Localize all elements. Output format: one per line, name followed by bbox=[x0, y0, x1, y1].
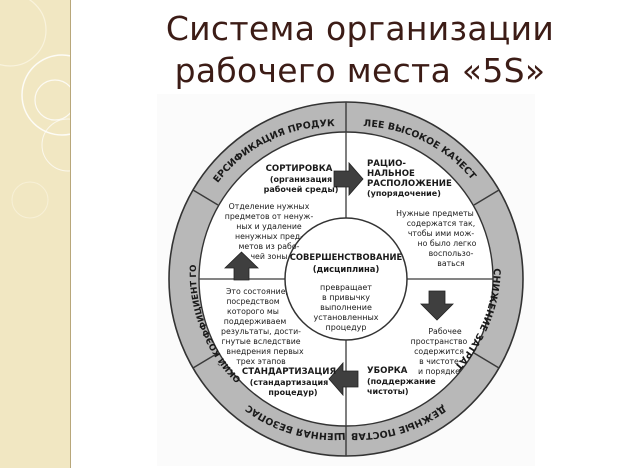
standard-subtitle-2: процедур) bbox=[268, 388, 317, 397]
arrange-title-3: РАСПОЛОЖЕНИЕ bbox=[367, 179, 452, 189]
sort-title: СОРТИРОВКА bbox=[266, 164, 333, 174]
standard-desc-2: посредством bbox=[226, 297, 279, 306]
decorative-swirl bbox=[0, 0, 70, 219]
center-desc-3: выполнение bbox=[320, 303, 372, 312]
center-circle bbox=[284, 217, 408, 341]
sort-desc-3: ных и удаление bbox=[236, 222, 302, 231]
standard-desc-7: внедрения первых bbox=[226, 347, 304, 356]
sort-desc-6: чей зоны bbox=[250, 252, 287, 261]
title-line-1: Система организации bbox=[165, 9, 555, 48]
title-line-2: рабочего места «5S» bbox=[174, 51, 546, 90]
center-desc-5: процедур bbox=[326, 323, 367, 332]
center-desc-1: превращает bbox=[320, 283, 372, 292]
standard-title: СТАНДАРТИЗАЦИЯ bbox=[242, 367, 336, 377]
center-desc-4: установленных bbox=[313, 313, 378, 322]
clean-desc-1: Рабочее bbox=[428, 327, 461, 336]
arrange-desc-3: чтобы ими мож- bbox=[408, 229, 475, 238]
sort-desc-5: метов из рабо- bbox=[239, 242, 300, 251]
standard-desc-1: Это состояние, bbox=[226, 287, 288, 296]
arrow-right-icon bbox=[333, 161, 364, 197]
standard-desc-4: поддерживаем bbox=[224, 317, 287, 326]
arrow-down-icon bbox=[420, 290, 454, 321]
sort-desc-1: Отделение нужных bbox=[229, 202, 310, 211]
clean-desc-5: и порядке bbox=[418, 367, 460, 376]
clean-title: УБОРКА bbox=[367, 366, 408, 376]
sort-subtitle-2: рабочей среды) bbox=[264, 184, 339, 194]
decorative-side-band bbox=[0, 0, 70, 468]
sort-desc-4: ненужных пред- bbox=[235, 232, 303, 241]
5s-diagram: ДИВЕРСИФИКАЦИЯ ПРОДУКТОВ БОЛЕЕ ВЫСОКОЕ К… bbox=[152, 86, 535, 466]
ring-dividers bbox=[192, 102, 500, 456]
standard-subtitle-1: (стандартизация bbox=[250, 378, 329, 387]
arrange-desc-6: ваться bbox=[437, 259, 465, 268]
standard-desc-8: трех этапов bbox=[236, 357, 286, 366]
clean-subtitle-1: (поддержание bbox=[367, 377, 436, 386]
clean-desc-3: содержится bbox=[414, 347, 464, 356]
arrange-title-2: НАЛЬНОЕ bbox=[367, 169, 415, 179]
arrange-desc-5: воспользо- bbox=[429, 249, 474, 258]
arrange-desc-1: Нужные предметы bbox=[396, 209, 474, 218]
arrange-subtitle: (упорядочение) bbox=[367, 189, 441, 198]
slide-title: Система организации рабочего места «5S» bbox=[110, 8, 610, 92]
clean-subtitle-2: чистоты) bbox=[367, 387, 409, 396]
sort-desc-2: предметов от ненуж- bbox=[225, 212, 314, 221]
sort-subtitle-1: (организация bbox=[270, 175, 332, 184]
arrange-desc-4: но было легко bbox=[418, 239, 477, 248]
arrow-left-icon bbox=[328, 361, 359, 397]
standard-desc-5: результаты, дости- bbox=[221, 327, 301, 336]
clean-desc-2: пространство bbox=[411, 337, 468, 346]
center-desc-2: в привычку bbox=[322, 293, 370, 302]
arrange-title-1: РАЦИО- bbox=[367, 159, 406, 169]
arrange-desc-2: содержатся так, bbox=[407, 219, 476, 228]
clean-desc-4: в чистоте bbox=[419, 357, 459, 366]
arrow-up-icon bbox=[224, 251, 259, 281]
standard-desc-3: которого мы bbox=[227, 307, 279, 316]
side-band-border bbox=[70, 0, 71, 468]
center-title: СОВЕРШЕНСТВОВАНИЕ bbox=[290, 252, 403, 262]
standard-desc-6: гнутые вследствие bbox=[221, 337, 300, 346]
center-subtitle: (дисциплина) bbox=[313, 264, 380, 274]
